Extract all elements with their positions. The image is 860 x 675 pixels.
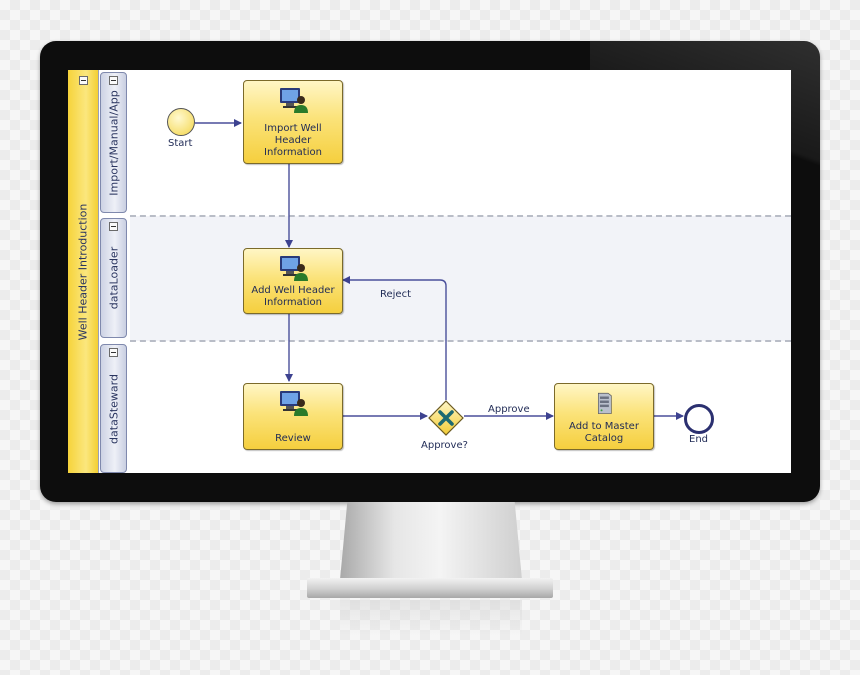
monitor-stand-reflection	[340, 600, 522, 636]
end-label: End	[689, 434, 709, 445]
exclusive-gateway[interactable]	[428, 400, 464, 436]
lane-separator	[130, 340, 791, 342]
lane-header-dataloader[interactable]: dataLoader	[100, 218, 127, 338]
start-label: Start	[168, 138, 193, 149]
server-icon	[597, 392, 612, 414]
task-label: Add Well Header Information	[251, 285, 335, 308]
lane-header-import[interactable]: Import/Manual/App	[100, 72, 127, 213]
computer-user-icon	[280, 391, 308, 416]
pool-header[interactable]: Well Header Introduction	[68, 70, 99, 473]
lane-background-import	[130, 70, 791, 215]
task-label: Import Well Header Information	[264, 123, 322, 158]
flow-gateway-reject	[342, 276, 447, 400]
task-add-well-header[interactable]: Add Well Header Information	[243, 248, 343, 314]
monitor-screen: Well Header Introduction Import/Manual/A…	[68, 70, 791, 473]
lane-collapse-icon[interactable]	[109, 76, 118, 85]
lane-collapse-icon[interactable]	[109, 348, 118, 357]
lane-collapse-icon[interactable]	[109, 222, 118, 231]
task-label: Review	[275, 433, 311, 444]
task-label: Add to Master Catalog	[569, 421, 639, 444]
lane-header-datasteward[interactable]: dataSteward	[100, 344, 127, 473]
monitor-stand-base	[307, 578, 553, 598]
computer-user-icon	[280, 256, 308, 281]
lane-background-dataloader	[130, 216, 791, 341]
lane-background-datasteward	[130, 342, 791, 473]
pool-collapse-icon[interactable]	[79, 76, 88, 85]
sequence-flows	[195, 119, 684, 420]
lane-separator	[130, 215, 791, 217]
task-add-to-master-catalog[interactable]: Add to Master Catalog	[554, 383, 654, 450]
monitor-stand-neck	[340, 502, 522, 580]
start-event[interactable]	[167, 108, 195, 136]
task-review[interactable]: Review	[243, 383, 343, 450]
end-event[interactable]	[684, 404, 714, 434]
flow-label-approve: Approve	[488, 404, 530, 415]
flow-label-reject: Reject	[380, 289, 412, 300]
computer-user-icon	[280, 88, 308, 113]
task-import-well-header[interactable]: Import Well Header Information	[243, 80, 343, 164]
gateway-label: Approve?	[421, 440, 468, 451]
exclusive-gateway-x-icon	[438, 410, 454, 426]
